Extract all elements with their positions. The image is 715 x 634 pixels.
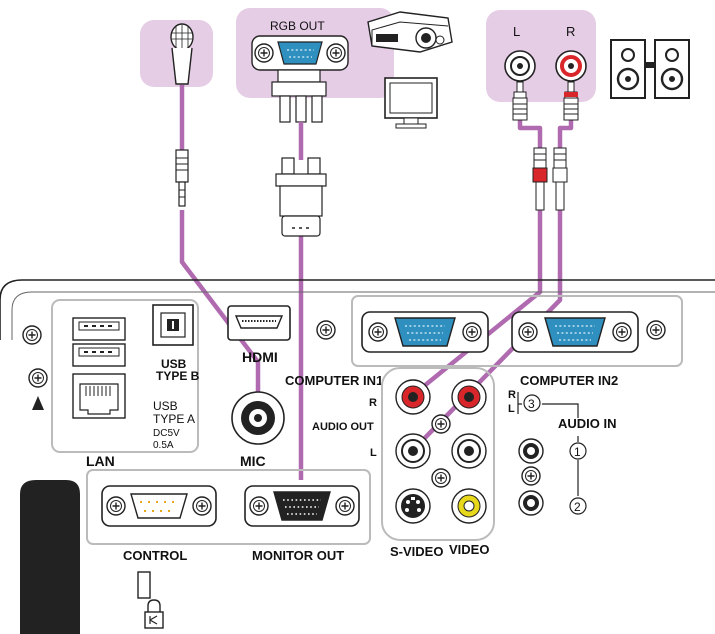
- monitor-out-label: MONITOR OUT: [252, 548, 344, 563]
- mic-label: MIC: [240, 453, 266, 469]
- audio-out-l-jack: [395, 433, 431, 469]
- usb-type-b-port: [152, 304, 194, 346]
- mic-cable: [179, 85, 261, 420]
- control-label: CONTROL: [123, 548, 187, 563]
- audio-right-jack: [555, 50, 587, 82]
- monitor-out-port: [244, 485, 360, 527]
- audio-in-3-label: 3: [528, 397, 535, 411]
- rca-plugs-top: [512, 81, 579, 121]
- vga-plug-top: [271, 69, 327, 123]
- control-monitor-group: [86, 469, 371, 545]
- microphone-icon: [170, 23, 194, 85]
- control-port: [101, 485, 217, 527]
- audio-in-bracket: [517, 392, 579, 418]
- audio-in2-l-jack: [518, 490, 544, 516]
- usb-type-a-ports: [72, 317, 126, 367]
- audio-out-r-jack: [395, 379, 431, 415]
- lan-port: [72, 373, 126, 419]
- audio-in-l-label: L: [508, 403, 515, 415]
- rgb-out-port: [251, 35, 349, 71]
- audio-in1-l-jack: [451, 433, 487, 469]
- speakers-icon: [610, 39, 690, 99]
- lan-label: LAN: [86, 453, 115, 469]
- projector-icon: [367, 11, 453, 53]
- usb-type-a-label-4: 0.5A: [153, 440, 174, 451]
- security-lock-icon: [144, 599, 164, 629]
- audio-out-l-label: L: [370, 447, 377, 459]
- audio-left-label: L: [513, 24, 520, 39]
- video-label: VIDEO: [449, 542, 489, 557]
- audio-in-1-label: 1: [574, 445, 581, 459]
- audio-out-label: AUDIO OUT: [312, 421, 374, 433]
- mic-plug: [175, 149, 189, 207]
- mic-jack: [231, 391, 285, 445]
- hdmi-label: HDMI: [242, 349, 278, 365]
- back-panel-outline: [0, 279, 715, 340]
- computer-in1-label: COMPUTER IN1: [285, 373, 383, 388]
- audio-right-label: R: [566, 24, 575, 39]
- audio-in-r-label: R: [508, 389, 516, 401]
- audio-in-2-label: 2: [574, 500, 581, 514]
- computer-in1-port: [361, 311, 489, 353]
- computer-in-group: [351, 295, 683, 367]
- computer-in2-port: [511, 311, 639, 353]
- s-video-jack: [395, 488, 431, 524]
- audio-in2-r-jack: [518, 438, 544, 464]
- power-cord-shape: [20, 480, 80, 634]
- slot-indicator: [137, 571, 151, 599]
- back-panel-outline-left: [11, 291, 715, 340]
- video-jack: [451, 488, 487, 524]
- vga-plug-middle: [275, 157, 327, 237]
- rca-plugs-middle: [532, 147, 568, 211]
- usb-type-a-label-3: DC5V: [153, 428, 180, 439]
- usb-lan-group: [51, 299, 199, 453]
- monitor-icon: [384, 77, 438, 129]
- usb-type-a-label-1: USB: [153, 399, 178, 413]
- audio-in1-r-jack: [451, 379, 487, 415]
- audio-video-group: [381, 367, 495, 541]
- usb-type-a-label-2: TYPE A: [153, 412, 195, 426]
- warning-triangle-icon: [32, 396, 44, 410]
- rgb-out-label: RGB OUT: [270, 19, 325, 33]
- hdmi-port: [227, 305, 291, 341]
- s-video-label: S-VIDEO: [390, 544, 443, 559]
- audio-in-label: AUDIO IN: [558, 416, 617, 431]
- audio-left-jack: [504, 50, 536, 82]
- audio-out-r-label: R: [369, 397, 377, 409]
- computer-in2-label: COMPUTER IN2: [520, 373, 618, 388]
